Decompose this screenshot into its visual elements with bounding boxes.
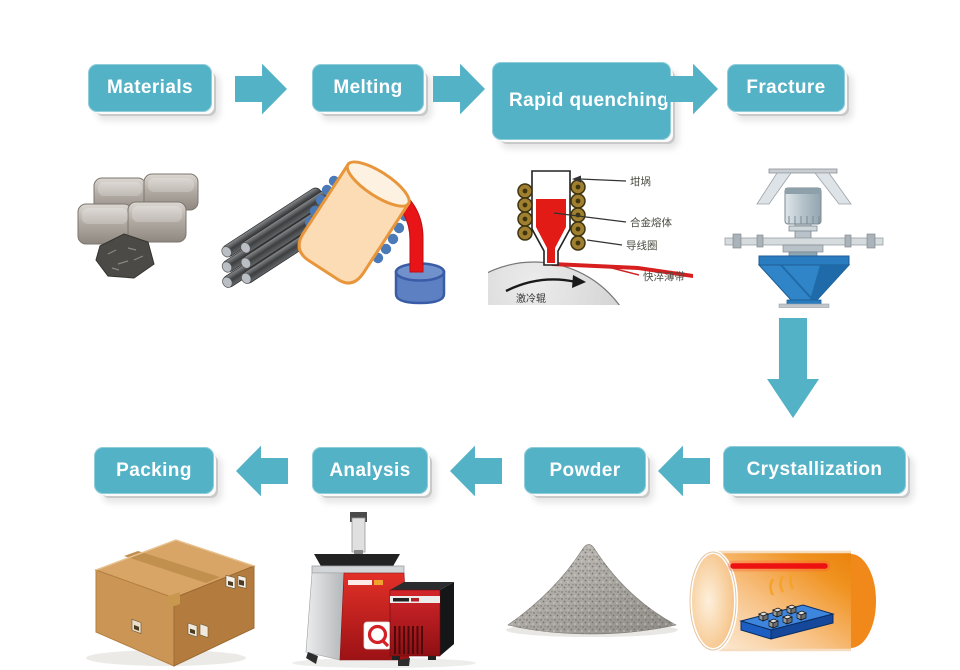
motor xyxy=(784,187,822,239)
step-box-analysis: Analysis xyxy=(312,447,428,494)
step-label-rapid-quenching: Rapid quenching xyxy=(509,89,670,111)
analysis-image xyxy=(288,510,492,670)
mold xyxy=(394,262,446,305)
q-logo xyxy=(363,621,392,650)
flow-arrow-right-1 xyxy=(235,63,287,115)
step-label-materials: Materials xyxy=(107,77,193,98)
ribbon xyxy=(552,262,693,278)
flow-arrow-down xyxy=(767,318,819,418)
label-chill-roller: 激冷辊 xyxy=(516,292,546,305)
step-label-fracture: Fracture xyxy=(746,77,826,98)
top-frame xyxy=(756,168,852,205)
crucible xyxy=(297,160,411,285)
flow-arrow-left-3 xyxy=(658,445,710,497)
step-box-powder: Powder xyxy=(524,447,646,494)
tube-furnace xyxy=(688,550,880,652)
heat-marks xyxy=(769,572,795,596)
machine-shadow xyxy=(292,658,476,668)
flow-arrow-right-2 xyxy=(433,63,485,115)
chill-roller: 激冷辊 xyxy=(488,261,620,305)
powder-pile xyxy=(507,544,677,635)
materials-image xyxy=(72,170,327,305)
step-label-packing: Packing xyxy=(116,459,192,481)
rapid-quenching-image: 激冷辊 xyxy=(488,163,703,305)
step-box-crystallization: Crystallization xyxy=(723,446,906,494)
label-coil: 导线圈 xyxy=(626,239,658,252)
step-box-materials: Materials xyxy=(88,64,212,112)
cone-hopper xyxy=(757,255,851,308)
label-ribbon: 快淬薄带 xyxy=(643,270,685,283)
step-label-analysis: Analysis xyxy=(329,459,411,481)
metal-ingots xyxy=(77,173,199,245)
diagram-callouts xyxy=(553,175,627,246)
metal-chunk xyxy=(95,233,155,279)
packing-image xyxy=(68,518,282,668)
mount-beam xyxy=(724,233,884,258)
step-box-rapid-quenching: Rapid quenching xyxy=(492,62,671,140)
step-box-fracture: Fracture xyxy=(727,64,845,112)
sample-cubes xyxy=(758,604,807,629)
label-crucible: 坩埚 xyxy=(630,175,651,188)
flow-arrow-left-1 xyxy=(236,445,288,497)
step-label-crystallization: Crystallization xyxy=(746,459,883,480)
step-label-melting: Melting xyxy=(333,77,403,98)
melting-image xyxy=(293,156,468,314)
cardboard-box xyxy=(94,539,256,667)
chiller-unit xyxy=(389,582,454,660)
step-label-powder: Powder xyxy=(549,459,621,481)
fracture-image xyxy=(723,160,885,308)
induction-coils xyxy=(517,179,586,251)
step-box-melting: Melting xyxy=(312,64,424,112)
flow-arrow-right-3 xyxy=(666,63,718,115)
shipping-labels xyxy=(131,575,247,638)
quench-crucible-tube xyxy=(531,170,571,266)
flow-arrow-left-2 xyxy=(450,445,502,497)
powder-image xyxy=(500,530,684,642)
label-alloy-melt: 合金熔体 xyxy=(630,216,672,229)
step-box-packing: Packing xyxy=(94,447,214,494)
crystallization-image xyxy=(683,543,890,665)
